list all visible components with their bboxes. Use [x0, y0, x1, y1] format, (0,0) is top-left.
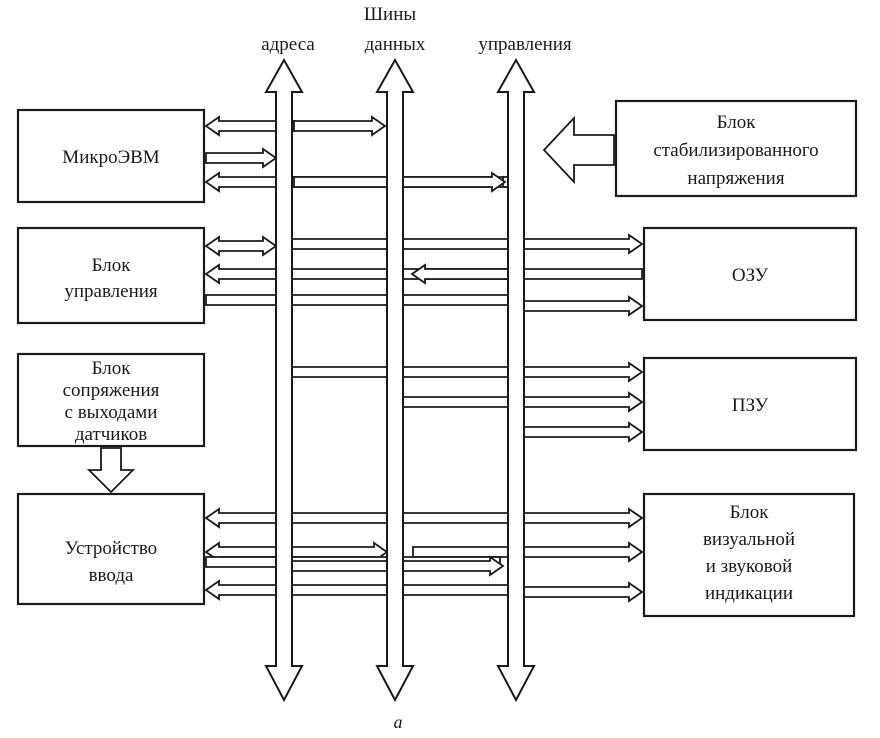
block-control-unit-label-1: Блок: [92, 255, 132, 276]
address-bus-label: адреса: [261, 34, 315, 55]
bus-connector-3: [205, 147, 278, 169]
block-stabilized-power: Блок стабилизированного напряжения: [614, 99, 858, 198]
bus-connector-17: [523, 507, 644, 529]
bus-connector-10: [410, 263, 643, 285]
block-ram: ОЗУ: [642, 226, 858, 322]
block-indication-label-2: визуальной: [703, 529, 795, 550]
block-rom: ПЗУ: [642, 356, 858, 452]
buses-title: Шины: [364, 4, 417, 25]
block-control-unit-label-2: управления: [64, 281, 158, 302]
block-indication: Блок визуальной и звуковой индикации: [642, 492, 856, 618]
block-indication-label-4: индикации: [705, 583, 793, 604]
block-indication-label-3: и звуковой: [706, 556, 793, 577]
block-microcomputer-label: МикроЭВМ: [62, 147, 160, 168]
control-bus-label: управления: [478, 34, 572, 55]
bus-connector-2: [293, 115, 387, 137]
figure-caption: а: [394, 712, 403, 732]
block-input-device-label-1: Устройство: [65, 538, 157, 559]
block-sensor-interface-label-1: Блок: [92, 358, 132, 379]
block-indication-label-1: Блок: [730, 502, 770, 523]
bus-connections: [204, 115, 644, 603]
block-sensor-interface-label-3: с выходами: [65, 402, 158, 423]
block-microcomputer: МикроЭВМ: [16, 108, 206, 204]
block-input-device-label-2: ввода: [89, 565, 134, 586]
bus-connector-12: [507, 295, 644, 317]
block-sensor-interface: Блок сопряжения с выходами датчиков: [16, 352, 206, 448]
bus-connector-8: [291, 233, 644, 255]
block-input-device: Устройство ввода: [16, 492, 206, 606]
bus-connector-7: [204, 235, 278, 257]
block-stabilized-power-label-3: напряжения: [687, 168, 784, 189]
block-sensor-interface-label-2: сопряжения: [63, 380, 160, 401]
bus-connector-23: [523, 581, 644, 603]
block-rom-label: ПЗУ: [732, 395, 769, 416]
address-bus: [264, 57, 304, 703]
bus-connector-22: [204, 579, 509, 601]
sensor-to-input-arrow-icon: [86, 447, 136, 494]
block-stabilized-power-label-1: Блок: [717, 112, 757, 133]
bus-connector-16: [204, 507, 509, 529]
block-stabilized-power-label-2: стабилизированного: [653, 140, 818, 161]
block-control-unit: Блок управления: [16, 226, 206, 325]
data-bus: [375, 57, 415, 703]
bus-connector-13: [291, 361, 644, 383]
bus-connector-11: [205, 294, 509, 306]
data-bus-label: данных: [365, 34, 426, 55]
block-ram-label: ОЗУ: [732, 265, 769, 286]
control-bus: [496, 57, 536, 703]
block-sensor-interface-label-4: датчиков: [75, 424, 147, 445]
power-supply-arrow-icon: [542, 115, 615, 185]
bus-connector-15: [523, 421, 644, 443]
